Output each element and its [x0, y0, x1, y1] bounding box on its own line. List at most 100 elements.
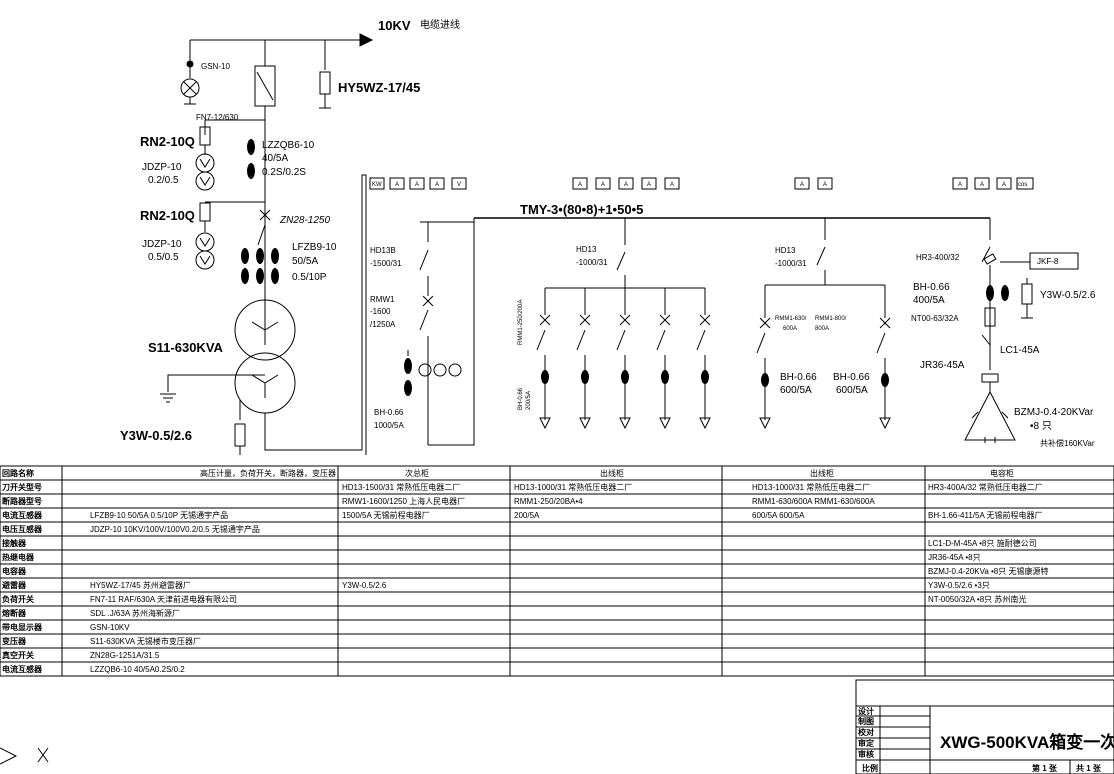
- tb-sheet: 第 1 张: [1032, 763, 1058, 773]
- table-cell: LC1-D-M-45A •8只 施耐德公司: [928, 538, 1037, 548]
- incoming-arrester: HY5WZ-17/45: [338, 80, 420, 95]
- out1-ct-ratio: 200/5A: [526, 391, 532, 410]
- tr-arrester-label: Y3W-0.5/2.6: [120, 428, 192, 443]
- pt2-label: JDZP-10: [142, 239, 182, 250]
- table-cell: NT-0050/32A •8只 苏州南光: [928, 594, 1026, 604]
- cap-ct-ratio: 400/5A: [913, 295, 945, 306]
- out2-breaker-b-rating: 800A: [815, 326, 829, 332]
- table-row-label: 电流互感器: [2, 510, 43, 520]
- svg-text:V: V: [457, 182, 461, 188]
- table-row-label: 避雷器: [2, 580, 27, 590]
- capacitor-count: •8 只: [1030, 421, 1052, 432]
- out2-ct-a-label: BH-0.66: [780, 372, 817, 383]
- out1-breaker-label: RMM1-250/200A: [518, 300, 524, 345]
- tb-label-review: 审核: [858, 749, 874, 759]
- reactor-label: JR36-45A: [920, 360, 965, 371]
- table-cell: LZZQB6-10 40/5A0.2S/0.2: [90, 665, 185, 674]
- svg-text:A: A: [670, 182, 674, 188]
- hv-section: 10KV 电缆进线 HY5WZ-17/45 FN7-12/630 GSN-10 …: [120, 18, 460, 455]
- cap-ct-label: BH-0.66: [913, 282, 950, 293]
- tb-total: 共 1 张: [1076, 763, 1102, 773]
- table-cell: 出线柜: [600, 468, 624, 478]
- table-row-label: 断路器型号: [2, 496, 42, 506]
- table-row-label: 电压互感器: [2, 524, 43, 534]
- svg-text:A: A: [415, 182, 419, 188]
- svg-text:A: A: [435, 182, 439, 188]
- out2-ct-b-label: BH-0.66: [833, 372, 870, 383]
- transformer-hv-winding: [234, 299, 296, 361]
- tb-label-check: 校对: [858, 727, 874, 737]
- svg-text:A: A: [800, 182, 804, 188]
- inc-breaker-setting: /1250A: [370, 320, 396, 329]
- inc-ct-label: BH-0.66: [374, 408, 404, 417]
- table-cell: BZMJ-0.4-20KVa •8只 无锡康源特: [928, 566, 1048, 576]
- out2-breaker-b-label: RMM1-800/: [815, 316, 847, 322]
- svg-text:A: A: [1002, 182, 1006, 188]
- svg-text:cos: cos: [1018, 182, 1027, 188]
- out1-switch-rating: -1000/31: [576, 258, 608, 267]
- table-row-label: 负荷开关: [2, 594, 34, 604]
- ct2-ratio: 50/5A: [292, 256, 318, 267]
- table-cell: JDZP-10 10KV/100V/100V0.2/0.5 无锡通宇产品: [90, 524, 260, 534]
- table-cell: 1500/5A 无锡前程电器厂: [342, 510, 430, 520]
- indicator-label: GSN-10: [201, 62, 230, 71]
- svg-text:A: A: [823, 182, 827, 188]
- svg-text:A: A: [980, 182, 984, 188]
- out2-breaker-a-rating: 600A: [783, 326, 797, 332]
- out2-switch-rating: -1000/31: [775, 259, 807, 268]
- tb-label-approve: 审定: [858, 738, 874, 748]
- contactor-label: LC1-45A: [1000, 345, 1040, 356]
- out1-ct-label: BH-0.66: [518, 387, 524, 410]
- meters-outgoing-1: A A A A A: [572, 177, 680, 190]
- ct2-label: LFZB9-10: [292, 242, 337, 253]
- table-cell: HR3-400A/32 常熟低压电器二厂: [928, 482, 1043, 492]
- table-cell: GSN-10KV: [90, 623, 130, 632]
- table-cell: Y3W-0.5/2.6 •3只: [928, 581, 990, 590]
- inc-breaker-label: RMW1: [370, 295, 395, 304]
- out2-feeders: [756, 285, 891, 430]
- lv-section: TMY-3•(80•8)+1•50•5 KW A A A V A A A A A…: [369, 177, 1096, 448]
- load-switch-label: FN7-12/630: [196, 113, 239, 122]
- table-cell: 600/5A 600/5A: [752, 511, 805, 520]
- ct1-class: 0.2S/0.2S: [262, 167, 306, 178]
- table-row-label: 电容器: [2, 566, 27, 576]
- table-cell: 200/5A: [514, 511, 540, 520]
- svg-text:A: A: [958, 182, 962, 188]
- meters-outgoing-2: A A: [794, 177, 833, 190]
- table-cell: LFZB9-10 50/5A 0.5/10P 无锡通宇产品: [90, 510, 228, 520]
- table-row-label: 刀开关型号: [2, 482, 42, 492]
- busbar-label: TMY-3•(80•8)+1•50•5: [520, 202, 643, 217]
- table-cell: RMM1-630/600A RMM1-630/600A: [752, 497, 875, 506]
- cap-arrester-label: Y3W-0.5/2.6: [1040, 290, 1096, 301]
- ucs-icon: [0, 747, 49, 765]
- table-cell: 次总柜: [405, 468, 429, 478]
- cap-switch-label: HR3-400/32: [916, 253, 960, 262]
- table-cell: HD13-1000/31 常熟低压电器二厂: [752, 482, 870, 492]
- table-row-label: 真空开关: [2, 650, 34, 660]
- incoming-cable-label: 电缆进线: [420, 18, 460, 31]
- capacitor-label: BZMJ-0.4-20KVar: [1014, 407, 1094, 418]
- svg-text:A: A: [624, 182, 628, 188]
- table-row-label: 电流互感器: [2, 664, 43, 674]
- fuse1-label: RN2-10Q: [140, 134, 195, 149]
- table-row-label: 带电显示器: [2, 622, 43, 632]
- table-cell: SDL .J/63A 苏州海新源厂: [90, 608, 180, 618]
- tb-label-design: 设计: [858, 706, 874, 716]
- inc-switch-rating: -1500/31: [370, 259, 402, 268]
- table-row-label: 热继电器: [2, 552, 35, 562]
- tb-scale-label: 比例: [862, 763, 878, 773]
- table-row-label: 回路名称: [2, 468, 34, 478]
- title-block: 设计 制图 校对 审定 审核 XWG-500KVA箱变一次图 比例 第 1 张 …: [855, 679, 1114, 774]
- out1-feeders: [536, 288, 711, 430]
- table-cell: HD13-1000/31 常熟低压电器二厂: [514, 482, 632, 492]
- tb-label-draw: 制图: [858, 716, 874, 726]
- table-cell: ZN28G-1251A/31.5: [90, 651, 160, 660]
- table-cell: 高压计量，负荷开关，断路器，变压器: [200, 468, 336, 478]
- table-cell: RMW1-1600/1250 上海人民电器厂: [342, 496, 465, 506]
- table-cell: FN7-11 RAF/630A 天津前进电器有限公司: [90, 594, 237, 604]
- pt1-ratio: 0.2/0.5: [148, 175, 179, 186]
- out2-ct-a-ratio: 600/5A: [780, 385, 812, 396]
- transformer-label: S11-630KVA: [148, 340, 224, 355]
- table-cell: 出线柜: [810, 468, 834, 478]
